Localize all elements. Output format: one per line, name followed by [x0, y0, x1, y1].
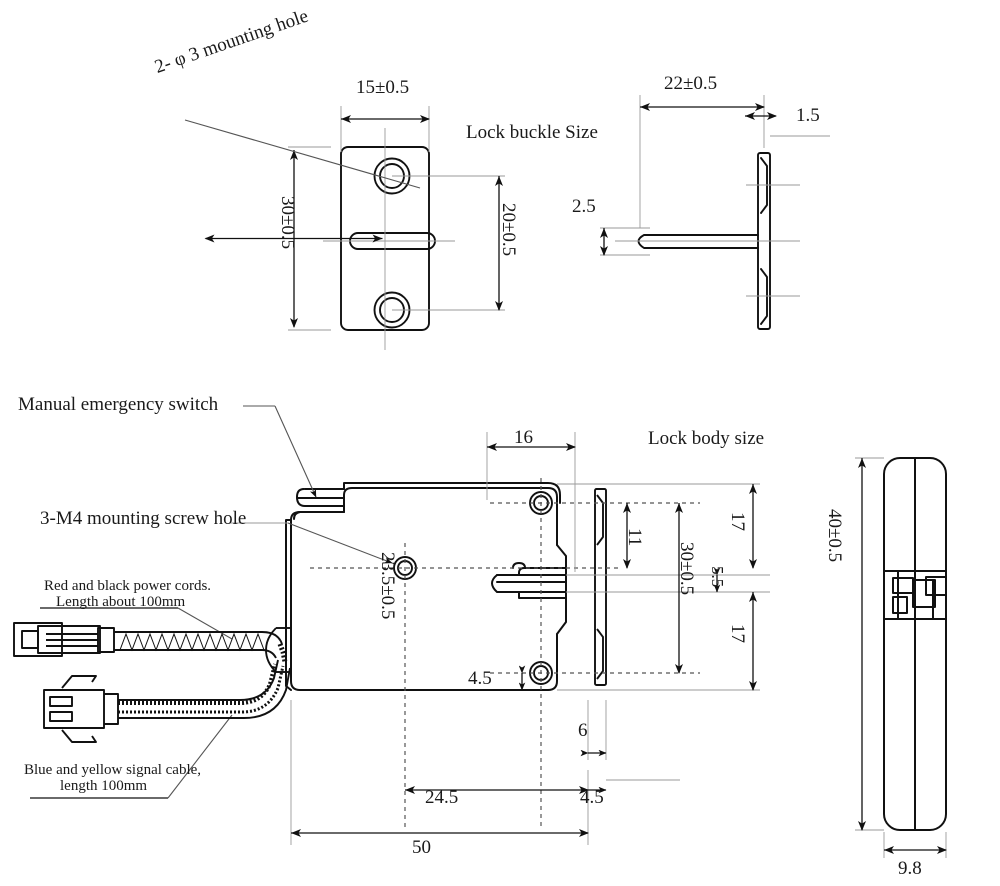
- manual-switch-annotation: Manual emergency switch: [18, 394, 219, 415]
- power-cords-annotation-line1: Red and black power cords.: [44, 578, 212, 594]
- dim-body-hole-spacing: 30±0.5: [676, 542, 697, 596]
- dim-body-lower-edge: 17: [727, 624, 748, 643]
- dim-body-overall-length: 50: [412, 837, 431, 858]
- lock-body-front-view: [285, 482, 567, 691]
- cable-entry-grommet: [265, 627, 291, 673]
- mounting-hole-leader: [184, 119, 421, 189]
- signal-cable-assembly: [43, 659, 291, 743]
- buckle-centerlines: [288, 106, 505, 350]
- power-cord-braid: [119, 632, 265, 652]
- dim-body-side-height: 40±0.5: [824, 509, 845, 563]
- lock-body-title: Lock body size: [648, 428, 765, 449]
- dim-buckle-width: 15±0.5: [356, 77, 410, 98]
- buckle-side-dimension-lines: [600, 103, 777, 256]
- dim-body-bracket-offset: 6: [578, 720, 588, 741]
- screw-hole-annotation: 3-M4 mounting screw hole: [40, 508, 247, 529]
- lock-body-screw-holes: [393, 491, 553, 685]
- dim-body-hole-to-face: 24.5: [425, 787, 459, 808]
- lock-buckle-title: Lock buckle Size: [466, 122, 598, 143]
- lock-body-face-plate: [594, 488, 607, 686]
- dim-body-face-to-edge: 4.5: [580, 787, 604, 808]
- dim-body-height-mid: 23.5±0.5: [377, 552, 398, 620]
- side-view-extension-lines: [855, 457, 947, 858]
- dim-buckle-plate-thickness: 1.5: [796, 105, 820, 126]
- dim-body-side-width: 9.8: [898, 858, 922, 879]
- lock-body-bolt: [491, 562, 567, 599]
- signal-cable-annotation-line2: length 100mm: [60, 778, 148, 794]
- dim-body-bolt-upper: 11: [624, 528, 645, 547]
- buckle-dimension-lines: [204, 115, 503, 328]
- annotation-leader-lines: [30, 405, 393, 799]
- power-cord-assembly: [13, 622, 283, 659]
- dim-buckle-overall-length: 22±0.5: [664, 73, 718, 94]
- dim-buckle-tab-thickness: 2.5: [572, 196, 596, 217]
- signal-cable-texture: [118, 663, 285, 714]
- dim-body-bolt-offset: 4.5: [468, 668, 492, 689]
- dim-buckle-height: 30±0.5: [277, 196, 298, 250]
- dim-body-top-hole-inset: 16: [514, 427, 533, 448]
- power-cords-annotation-line2: Length about 100mm: [56, 594, 186, 610]
- dim-buckle-hole-spacing: 20±0.5: [498, 203, 519, 257]
- signal-cable-annotation-line1: Blue and yellow signal cable,: [24, 762, 202, 778]
- lock-body-extension-lines: [290, 432, 770, 845]
- dim-body-bolt-thickness: 5.5: [708, 566, 727, 588]
- lock-body-dimension-lines: [291, 443, 757, 837]
- lock-body-side-view: [883, 457, 947, 831]
- side-view-dimension-lines: [858, 458, 947, 854]
- dim-body-upper-edge: 17: [727, 512, 748, 531]
- power-cable-sheath: [277, 643, 288, 663]
